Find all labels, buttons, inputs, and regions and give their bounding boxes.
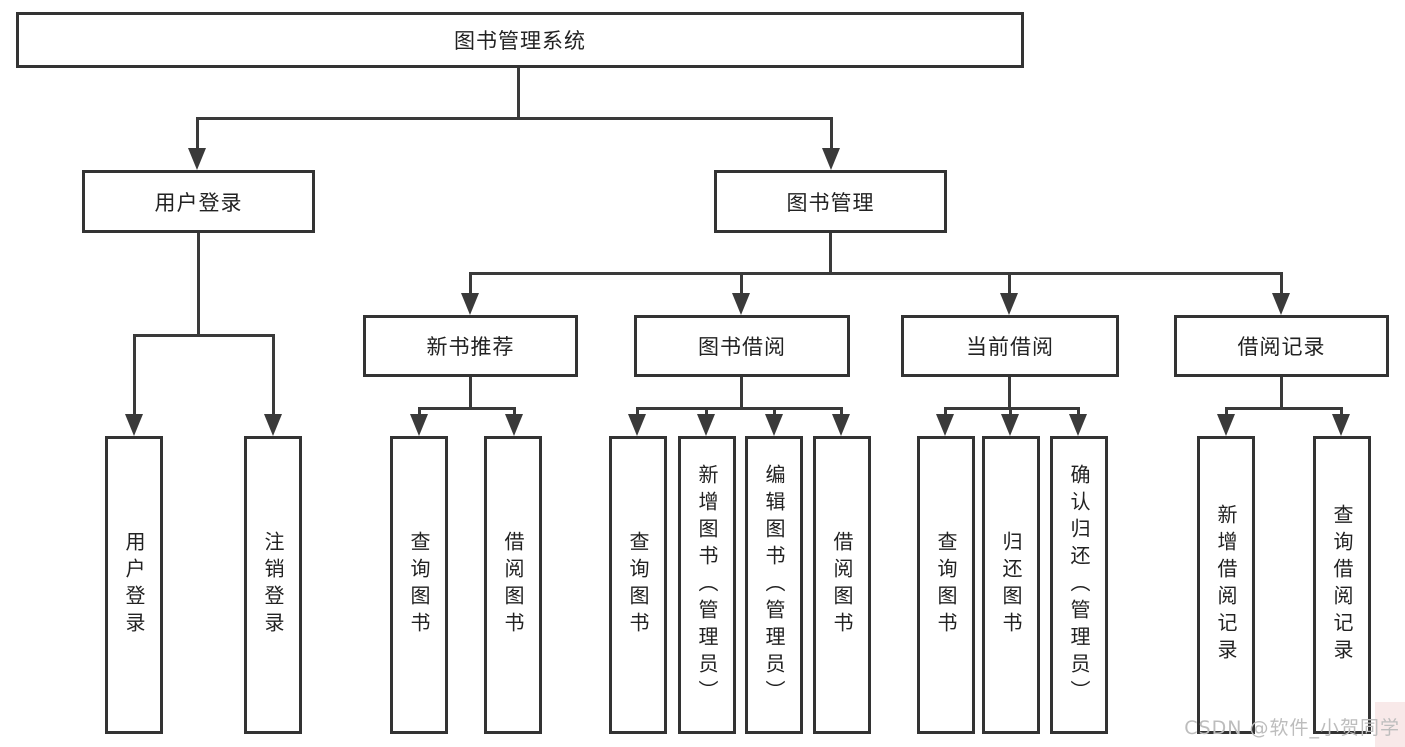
level3-box-new-book-recommend: 新书推荐	[363, 315, 578, 377]
connector-line	[829, 233, 832, 275]
arrow-down-icon	[410, 414, 428, 436]
level2-box-book-management: 图书管理	[714, 170, 947, 233]
level3-box-label: 新书推荐	[426, 335, 515, 359]
level2-box-user-login: 用户登录	[82, 170, 315, 233]
leaf-label: 查询图书	[626, 531, 650, 639]
leaf-box-query-books-1: 查询图书	[390, 436, 448, 734]
leaf-box-query-books-3: 查询图书	[917, 436, 975, 734]
connector-line	[272, 334, 275, 416]
level3-box-borrowing-records: 借阅记录	[1174, 315, 1389, 377]
leaf-box-borrow-books-1: 借阅图书	[484, 436, 542, 734]
level3-box-label: 借阅记录	[1237, 335, 1326, 359]
root-box-library-system: 图书管理系统	[16, 12, 1024, 68]
leaf-label: 借阅图书	[830, 531, 854, 639]
arrow-down-icon	[461, 293, 479, 315]
level2-box-label: 用户登录	[154, 190, 243, 215]
connector-line	[513, 407, 516, 417]
leaf-label: 归还图书	[999, 531, 1023, 639]
leaf-label: 借阅图书	[501, 531, 525, 639]
connector-line	[944, 407, 947, 417]
leaf-label: 编辑图书（管理员）	[762, 463, 786, 707]
root-box-label: 图书管理系统	[454, 29, 586, 53]
connector-line	[944, 407, 1080, 410]
leaf-box-add-books-admin: 新增图书（管理员）	[678, 436, 736, 734]
arrow-down-icon	[125, 414, 143, 436]
connector-line	[705, 407, 708, 417]
arrow-down-icon	[732, 293, 750, 315]
connector-line	[840, 407, 843, 417]
arrow-down-icon	[1001, 414, 1019, 436]
leaf-label: 用户登录	[122, 531, 146, 639]
arrow-down-icon	[264, 414, 282, 436]
arrow-down-icon	[1272, 293, 1290, 315]
leaf-box-edit-books-admin: 编辑图书（管理员）	[745, 436, 803, 734]
connector-line	[196, 117, 199, 150]
connector-line	[1225, 407, 1228, 417]
connector-line	[773, 407, 776, 417]
arrow-down-icon	[1000, 293, 1018, 315]
connector-line	[418, 407, 516, 410]
leaf-box-confirm-return-admin: 确认归还（管理员）	[1050, 436, 1108, 734]
connector-line	[636, 407, 843, 410]
level3-box-current-borrowing: 当前借阅	[901, 315, 1119, 377]
arrow-down-icon	[832, 414, 850, 436]
level2-box-label: 图书管理	[786, 190, 875, 215]
leaf-label: 新增图书（管理员）	[695, 463, 719, 707]
arrow-down-icon	[1332, 414, 1350, 436]
connector-line	[1225, 407, 1343, 410]
connector-line	[469, 377, 472, 410]
connector-line	[133, 334, 275, 337]
connector-line	[740, 272, 743, 295]
leaf-label: 确认归还（管理员）	[1067, 463, 1091, 707]
connector-line	[197, 233, 200, 337]
arrow-down-icon	[822, 148, 840, 170]
connector-line	[517, 68, 520, 120]
connector-line	[1008, 272, 1011, 295]
leaf-box-query-borrow-record: 查询借阅记录	[1313, 436, 1371, 734]
arrow-down-icon	[1217, 414, 1235, 436]
watermark-pink-corner	[1375, 702, 1405, 747]
leaf-label: 查询借阅记录	[1330, 504, 1354, 666]
leaf-label: 新增借阅记录	[1214, 504, 1238, 666]
arrow-down-icon	[505, 414, 523, 436]
connector-line	[1009, 407, 1012, 417]
leaf-label: 注销登录	[261, 531, 285, 639]
leaf-box-add-borrow-record: 新增借阅记录	[1197, 436, 1255, 734]
connector-line	[1077, 407, 1080, 417]
leaf-box-logout: 注销登录	[244, 436, 302, 734]
leaf-label: 查询图书	[407, 531, 431, 639]
level3-box-book-borrowing: 图书借阅	[634, 315, 850, 377]
leaf-label: 查询图书	[934, 531, 958, 639]
connector-line	[1280, 272, 1283, 295]
leaf-box-user-login: 用户登录	[105, 436, 163, 734]
connector-line	[1280, 377, 1283, 410]
connector-line	[636, 407, 639, 417]
connector-line	[830, 117, 833, 150]
leaf-box-return-books: 归还图书	[982, 436, 1040, 734]
connector-line	[1340, 407, 1343, 417]
connector-line	[197, 117, 833, 120]
arrow-down-icon	[765, 414, 783, 436]
connector-line	[133, 334, 136, 416]
csdn-watermark: CSDN @软件_小贺同学	[1184, 717, 1400, 739]
level3-box-label: 当前借阅	[966, 335, 1054, 359]
arrow-down-icon	[936, 414, 954, 436]
level3-box-label: 图书借阅	[698, 335, 786, 359]
connector-line	[1008, 377, 1011, 410]
arrow-down-icon	[697, 414, 715, 436]
connector-line	[469, 272, 472, 295]
arrow-down-icon	[628, 414, 646, 436]
connector-line	[418, 407, 421, 417]
connector-line	[740, 377, 743, 410]
connector-line	[470, 272, 1283, 275]
arrow-down-icon	[1069, 414, 1087, 436]
leaf-box-query-books-2: 查询图书	[609, 436, 667, 734]
arrow-down-icon	[188, 148, 206, 170]
leaf-box-borrow-books-2: 借阅图书	[813, 436, 871, 734]
